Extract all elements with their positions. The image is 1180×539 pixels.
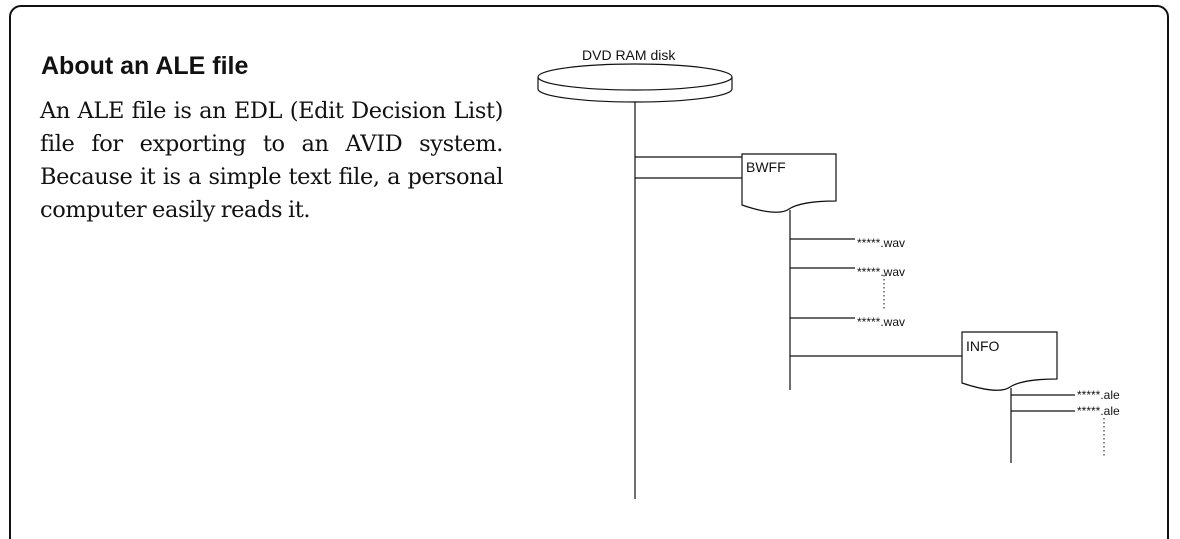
content-frame xyxy=(9,5,1169,539)
wav-file-label: *****.wav xyxy=(857,315,905,329)
bwff-folder-icon xyxy=(741,153,837,213)
disk-icon xyxy=(537,63,733,103)
wav-file-label: *****.wav xyxy=(857,265,905,279)
section-title: About an ALE file xyxy=(41,52,249,80)
bwff-folder-label: BWFF xyxy=(746,159,786,175)
section-description: An ALE file is an EDL (Edit Decision Lis… xyxy=(40,98,503,223)
wav-file-label: *****.wav xyxy=(857,236,905,250)
info-folder-label: INFO xyxy=(966,338,1000,354)
info-folder-icon xyxy=(961,331,1058,391)
ale-file-label: *****.ale xyxy=(1077,388,1120,402)
disk-label: DVD RAM disk xyxy=(582,47,676,63)
ale-file-label: *****.ale xyxy=(1077,404,1120,418)
